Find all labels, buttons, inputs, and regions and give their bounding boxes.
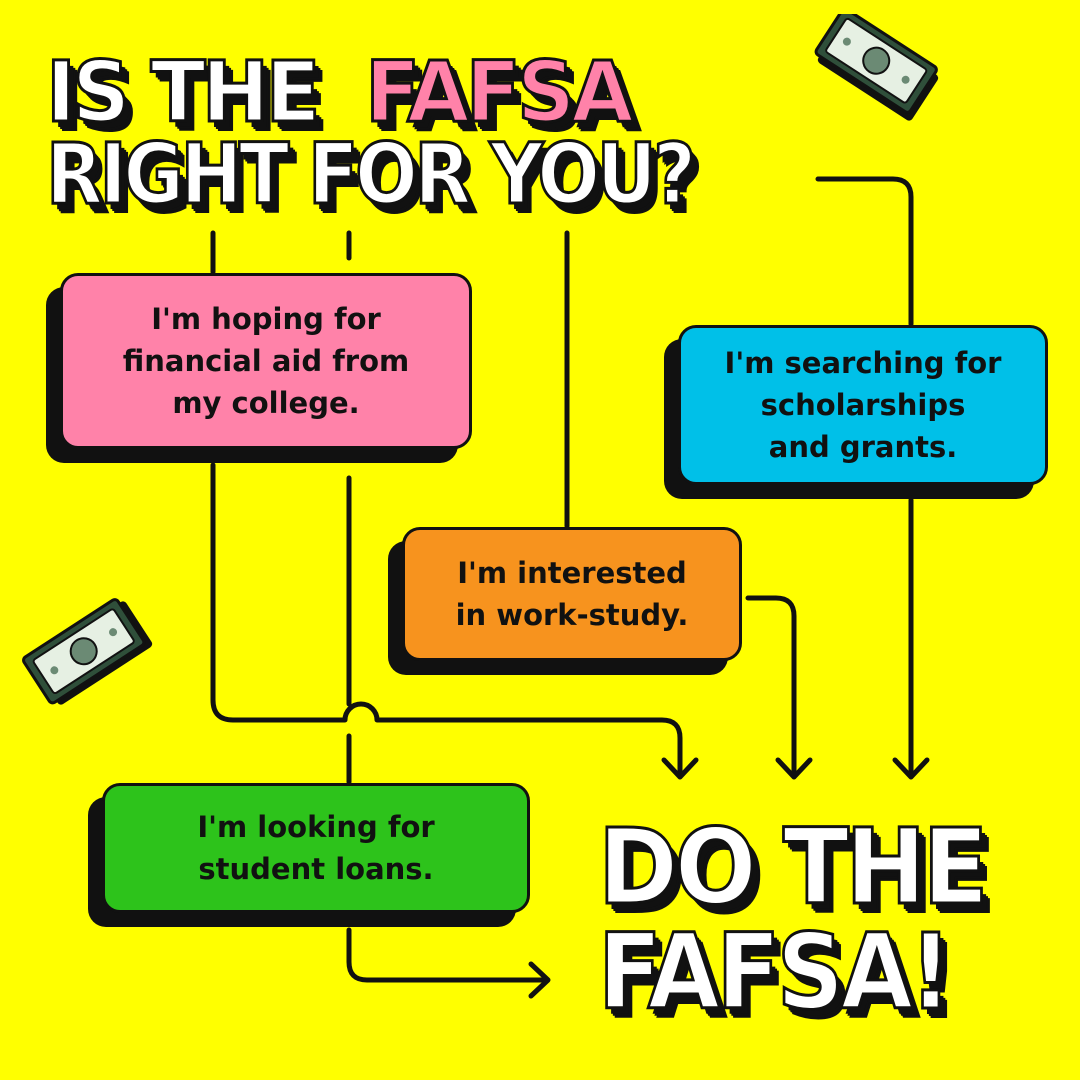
option-work-study-label: I'm interested in work-study. xyxy=(455,555,689,632)
cta-line-2: FAFSA! xyxy=(597,911,954,1033)
option-financial-aid: I'm hoping for financial aid from my col… xyxy=(60,273,472,449)
arrowhead-scholar xyxy=(892,757,930,780)
page-title-line-2: RIGHT FOR YOU? xyxy=(45,125,698,223)
option-financial-aid-label: I'm hoping for financial aid from my col… xyxy=(122,301,410,421)
arrowhead-aid xyxy=(661,757,699,780)
connector-aid-to-cta xyxy=(210,462,683,779)
option-student-loans-label: I'm looking for student loans. xyxy=(197,809,435,886)
connector-work-to-cta xyxy=(745,595,797,779)
dollar-bill-icon xyxy=(814,14,939,121)
page-title-line-1: IS THE FAFSA xyxy=(45,49,636,136)
option-scholarships-label: I'm searching for scholarships and grant… xyxy=(724,345,1002,465)
arrowhead-loans xyxy=(528,961,551,999)
cta-line-1: DO THE xyxy=(597,806,990,928)
title-highlight-fafsa: FAFSA xyxy=(364,43,635,141)
option-work-study: I'm interested in work-study. xyxy=(402,527,742,661)
title-prefix: IS THE xyxy=(45,43,322,141)
dollar-bill-icon xyxy=(22,598,153,705)
option-scholarships: I'm searching for scholarships and grant… xyxy=(678,325,1048,485)
arrowhead-work xyxy=(775,757,813,780)
option-student-loans: I'm looking for student loans. xyxy=(102,783,530,913)
connector-loans-to-cta xyxy=(346,927,550,983)
connector-title-to-scholar xyxy=(815,176,914,327)
